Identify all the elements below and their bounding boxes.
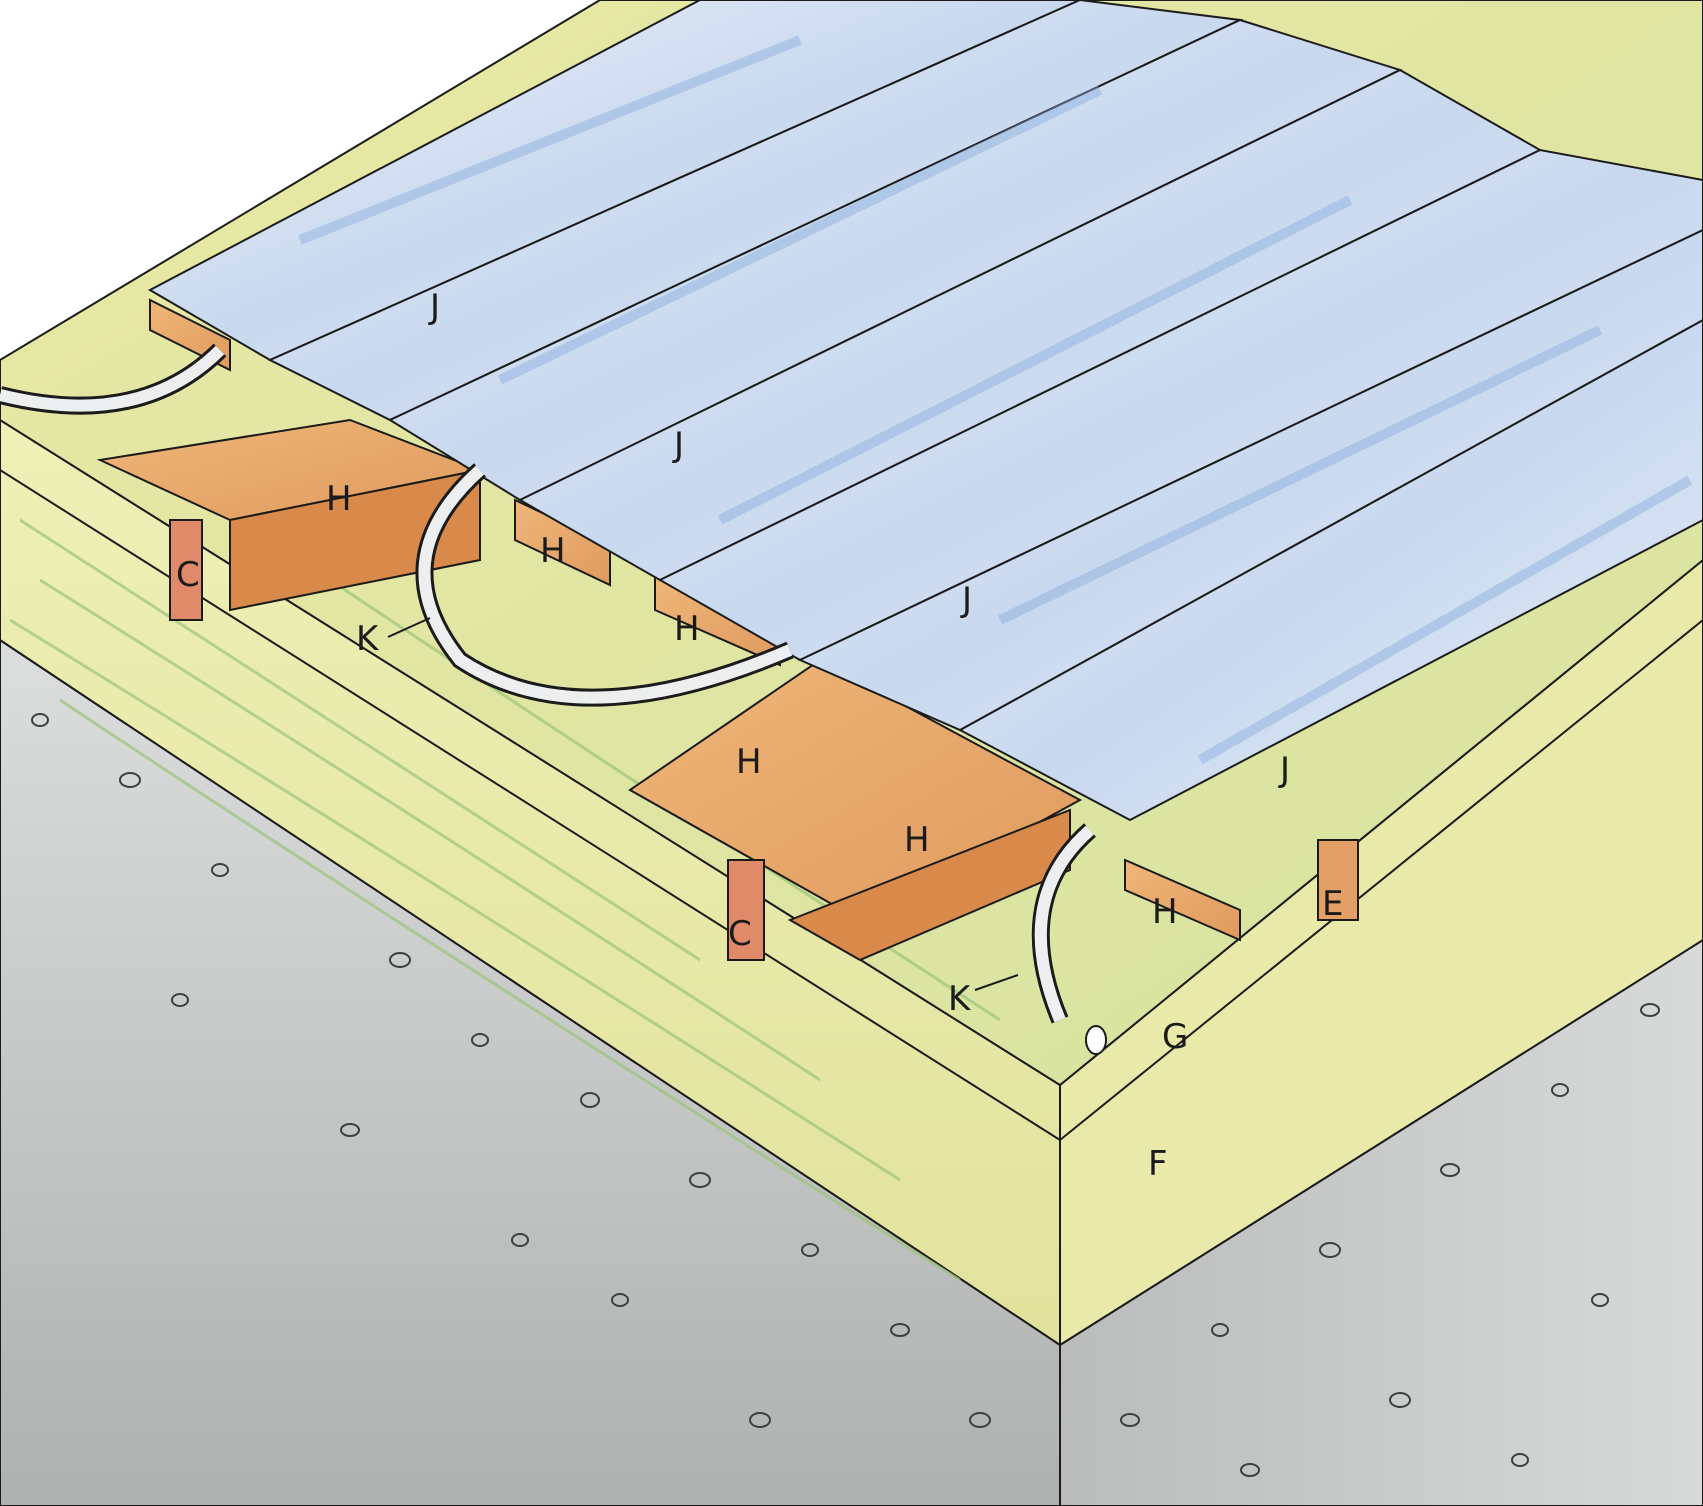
tube-loop [418,465,793,704]
cross-strip [169,519,203,621]
callout-k: K [948,979,972,1019]
callout-k: K [356,619,380,659]
plate-sheen [298,35,1693,765]
leader-line-k [974,974,1019,991]
cross-strip [727,859,765,961]
callout-g: G [1162,1017,1188,1057]
callout-f: F [1148,1144,1168,1184]
callout-h: H [904,820,930,860]
callout-e: E [1322,884,1343,924]
vapor-barrier-line-side [1059,619,1703,1141]
callout-h: H [736,742,762,782]
insulation-grain [9,518,1001,1282]
sleeper-edge [787,808,1071,962]
heat-plates [147,0,1703,822]
callout-h: H [1152,892,1178,932]
callout-j: J [428,287,440,327]
concrete-aggregate [31,713,1660,1477]
tube-end [1034,825,1094,1023]
sleepers [96,298,1359,962]
sleeper [1124,858,1241,942]
callouts: C C E F G H H H H H H J J J J K K [176,287,1343,1184]
callout-h: H [674,609,700,649]
tube-opening [1085,1025,1107,1055]
tube-loop [0,345,225,412]
callout-h: H [540,531,566,571]
sleeper-edge [229,468,481,612]
callout-h: H [326,479,352,519]
callout-j: J [960,580,972,620]
pex-tubing [0,343,1107,1055]
heat-plate [797,228,1703,732]
concrete-slab [0,638,1703,1506]
callout-j: J [1278,750,1290,790]
callout-c: C [728,914,752,954]
leader-line-k [387,617,431,638]
edge-strip [1317,839,1359,921]
callout-j: J [672,425,684,465]
heat-plate [147,0,1081,362]
callout-c: C [176,555,200,595]
